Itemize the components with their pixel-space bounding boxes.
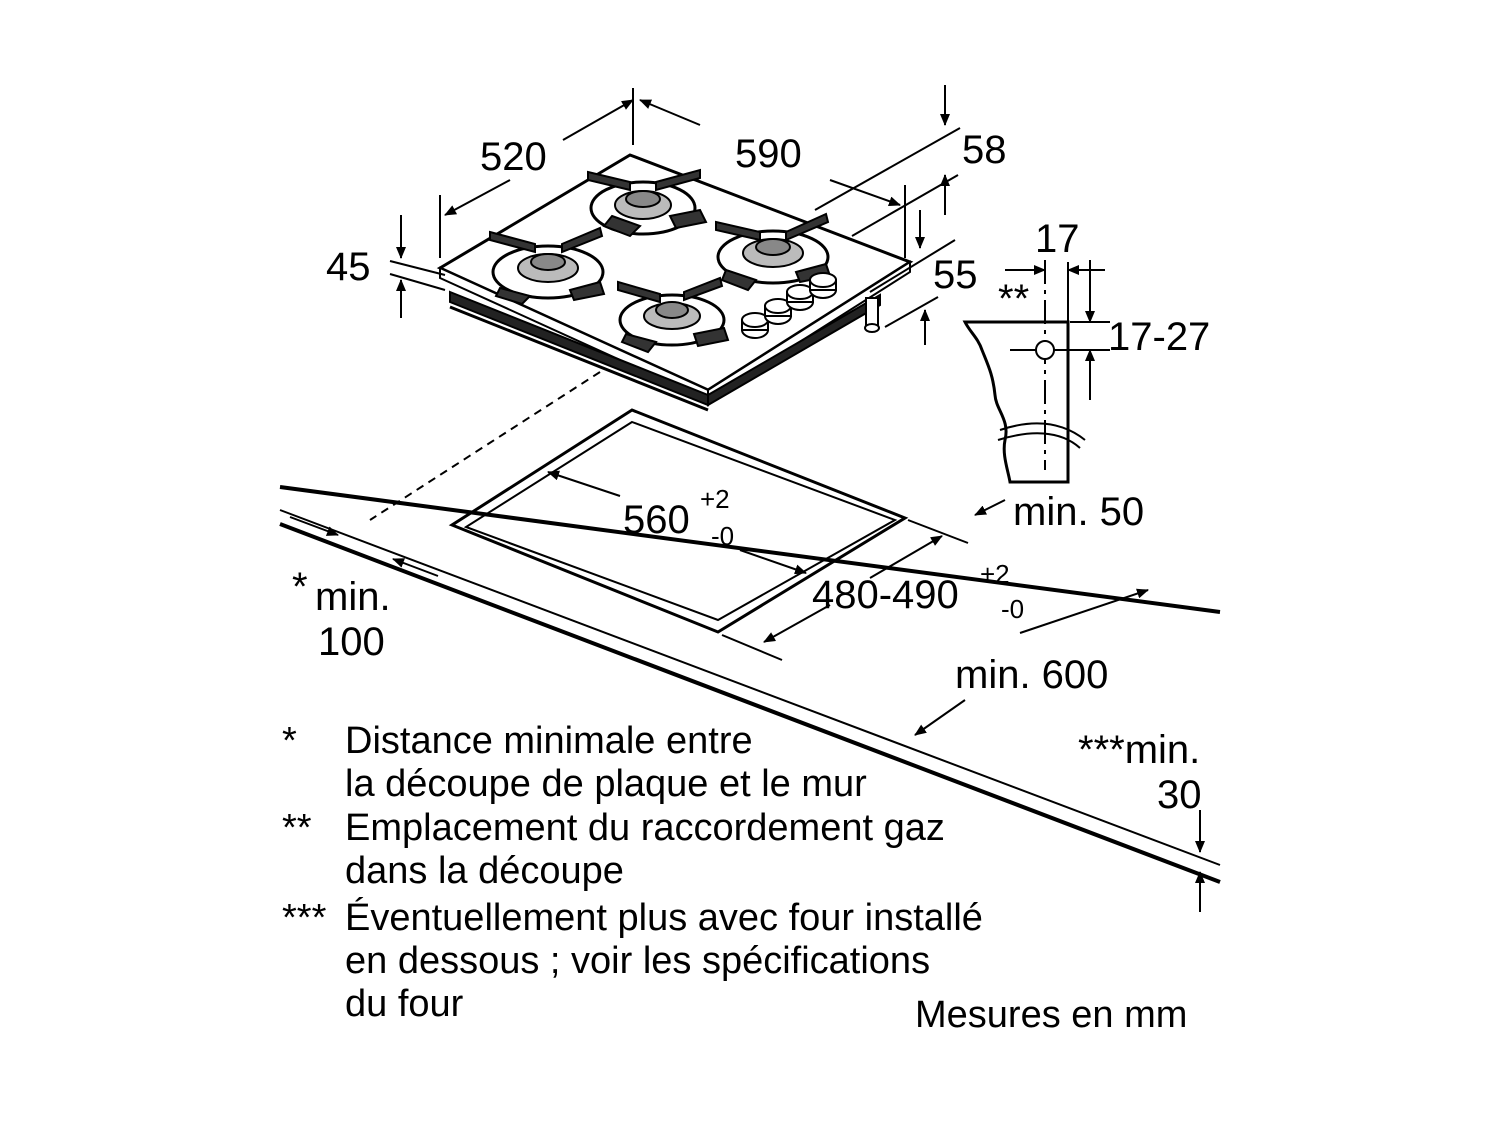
note-2-marker: **: [282, 807, 312, 849]
dim-560-tol-minus: -0: [711, 521, 734, 551]
burner-front-center: [617, 276, 730, 354]
note-1-marker: *: [282, 720, 297, 762]
dim-min-30-value: 30: [1157, 773, 1202, 817]
dim-58: 58: [962, 128, 1007, 172]
burner-rear-left: [587, 168, 708, 238]
dim-520: 520: [480, 135, 547, 179]
dim-gas-marker: **: [998, 277, 1029, 321]
dim-min-30-label: ***min.: [1078, 728, 1200, 772]
note-2-line-1: Emplacement du raccordement gaz: [345, 807, 945, 849]
dim-min-100-marker: *: [292, 565, 308, 609]
dim-min-100-label: min.: [315, 575, 391, 619]
note-3-line-3: du four: [345, 983, 464, 1025]
note-1-line-1: Distance minimale entre: [345, 720, 753, 762]
note-2-line-2: dans la découpe: [345, 850, 624, 892]
dim-45: 45: [326, 245, 371, 289]
gas-connection-profile: [962, 260, 1110, 484]
burner-rear-right: [715, 212, 832, 292]
gas-hob: [436, 153, 914, 412]
note-1-line-2: la découpe de plaque et le mur: [345, 763, 867, 805]
control-knobs: [741, 272, 837, 339]
note-3-line-2: en dessous ; voir les spécifications: [345, 940, 931, 982]
dim-480-490: 480-490: [812, 573, 959, 617]
dim-590: 590: [735, 132, 802, 176]
dim-17: 17: [1035, 217, 1080, 261]
dim-55: 55: [933, 253, 978, 297]
dim-480-490-tol-minus: -0: [1001, 594, 1024, 624]
dim-min-100-value: 100: [318, 620, 385, 664]
dimension-lines: [289, 85, 1205, 912]
note-3-line-1: Éventuellement plus avec four installé: [345, 897, 983, 939]
units-label: Mesures en mm: [915, 994, 1188, 1036]
dim-min-600: min. 600: [955, 653, 1108, 697]
dim-560: 560: [623, 498, 690, 542]
note-3-marker: ***: [282, 897, 327, 939]
countertop-cutout: [369, 371, 909, 634]
dim-480-490-tol-plus: +2: [980, 559, 1010, 589]
dim-17-27: 17-27: [1108, 315, 1210, 359]
dim-560-tol-plus: +2: [700, 484, 730, 514]
gas-inlet-pipe: [864, 297, 880, 333]
burner-front-left: [489, 226, 606, 306]
dim-min-50: min. 50: [1013, 490, 1144, 534]
countertop: [279, 485, 1221, 884]
